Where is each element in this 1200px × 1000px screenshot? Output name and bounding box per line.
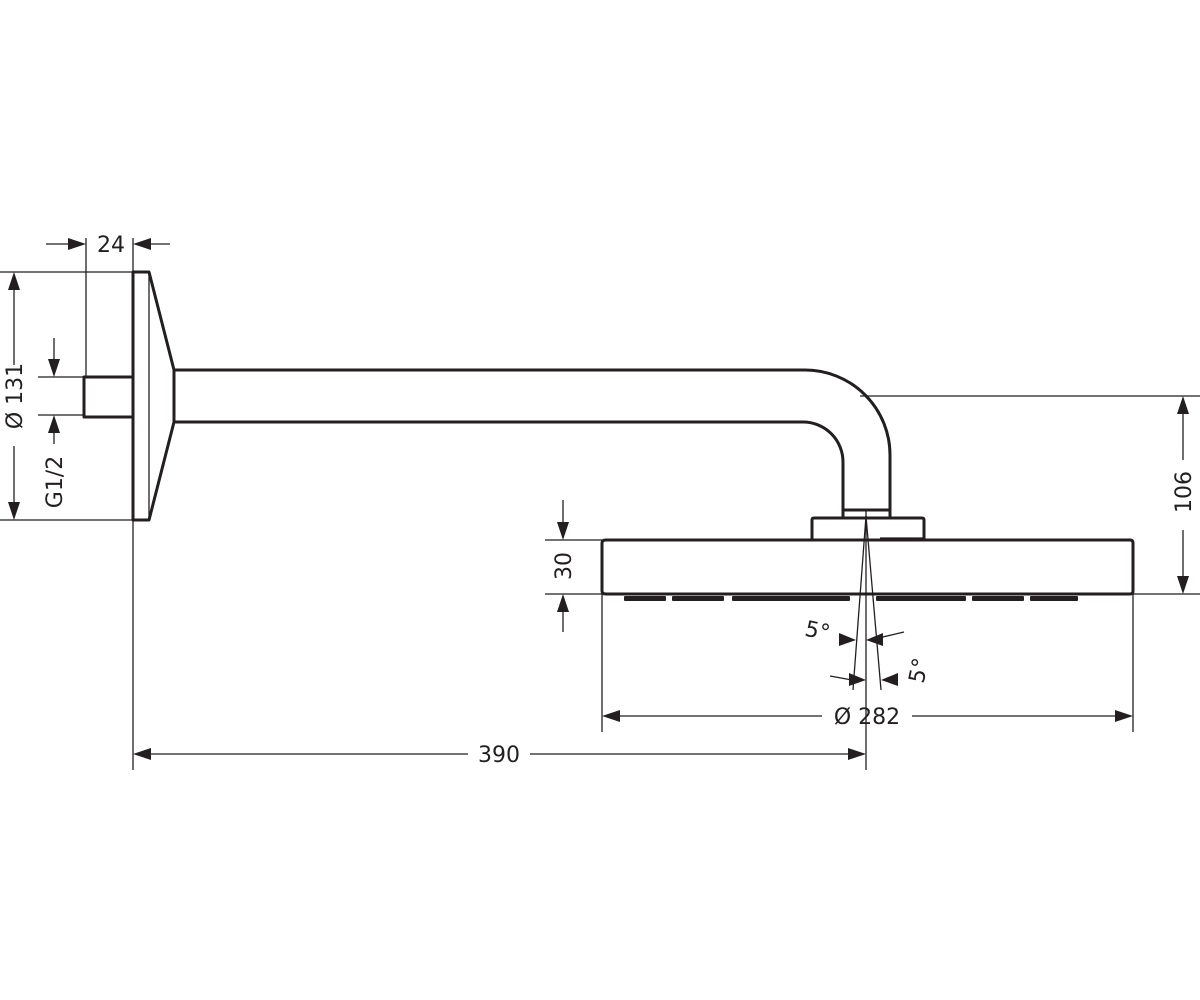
- connector-stub: [82, 375, 135, 419]
- dimension-total-projection-label: 390: [478, 743, 520, 768]
- dimension-head-diameter: Ø 282: [602, 705, 1133, 730]
- dimension-flange-depth: 24: [46, 233, 170, 258]
- dimension-flange-depth-label: 24: [97, 233, 125, 258]
- dimension-total-projection: 390: [133, 743, 866, 768]
- dimension-head-height-label: 30: [552, 552, 577, 580]
- extension-lines: [0, 238, 1200, 770]
- dimension-flange-diameter: Ø 131: [3, 272, 28, 520]
- dimension-head-diameter-label: Ø 282: [834, 705, 900, 730]
- dimension-tilt-right: 5°: [829, 656, 935, 686]
- dimension-flange-diameter-label: Ø 131: [3, 363, 28, 429]
- dimension-thread-label: G1/2: [43, 456, 68, 508]
- wall-flange: [131, 270, 176, 522]
- dimension-head-height: 30: [552, 500, 577, 632]
- dimension-tilt-right-label: 5°: [905, 656, 935, 686]
- dimension-arm-drop-label: 106: [1172, 471, 1197, 513]
- head-hub: [810, 516, 926, 542]
- dimension-tilt-left-label: 5°: [803, 617, 833, 647]
- dimension-tilt-left: 5°: [803, 617, 905, 647]
- dimension-arm-drop: 106: [1172, 396, 1197, 594]
- shower-arm-inner: [172, 420, 845, 512]
- shower-head: [600, 538, 1135, 596]
- product-outline: [82, 270, 1135, 601]
- nozzle-strip: [624, 596, 1078, 601]
- shower-arm: [172, 368, 892, 512]
- dimension-thread: G1/2: [43, 338, 68, 508]
